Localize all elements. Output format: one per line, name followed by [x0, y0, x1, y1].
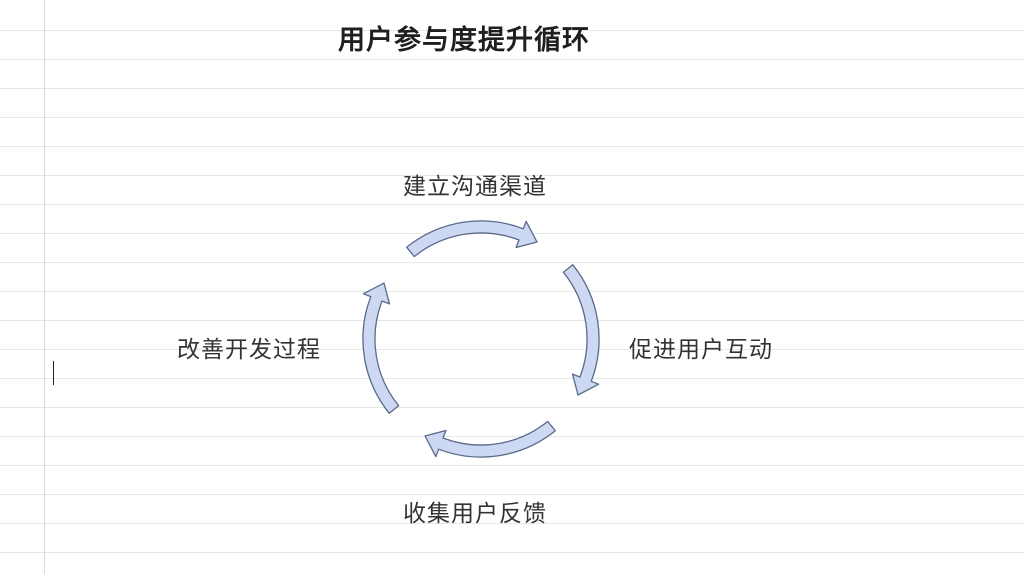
- arrow-bottom: [424, 420, 556, 458]
- arrow-left: [362, 282, 400, 414]
- step-label-improve-process: 改善开发过程: [177, 337, 321, 363]
- step-label-build-channels: 建立沟通渠道: [403, 174, 547, 200]
- arrow-right: [562, 264, 600, 396]
- text-cursor: [53, 361, 54, 385]
- step-label-promote-interaction: 促进用户互动: [629, 337, 773, 363]
- step-label-collect-feedback: 收集用户反馈: [403, 501, 547, 527]
- arrow-top: [406, 220, 538, 258]
- notebook-margin-line: [44, 0, 45, 574]
- diagram-title: 用户参与度提升循环: [338, 25, 590, 56]
